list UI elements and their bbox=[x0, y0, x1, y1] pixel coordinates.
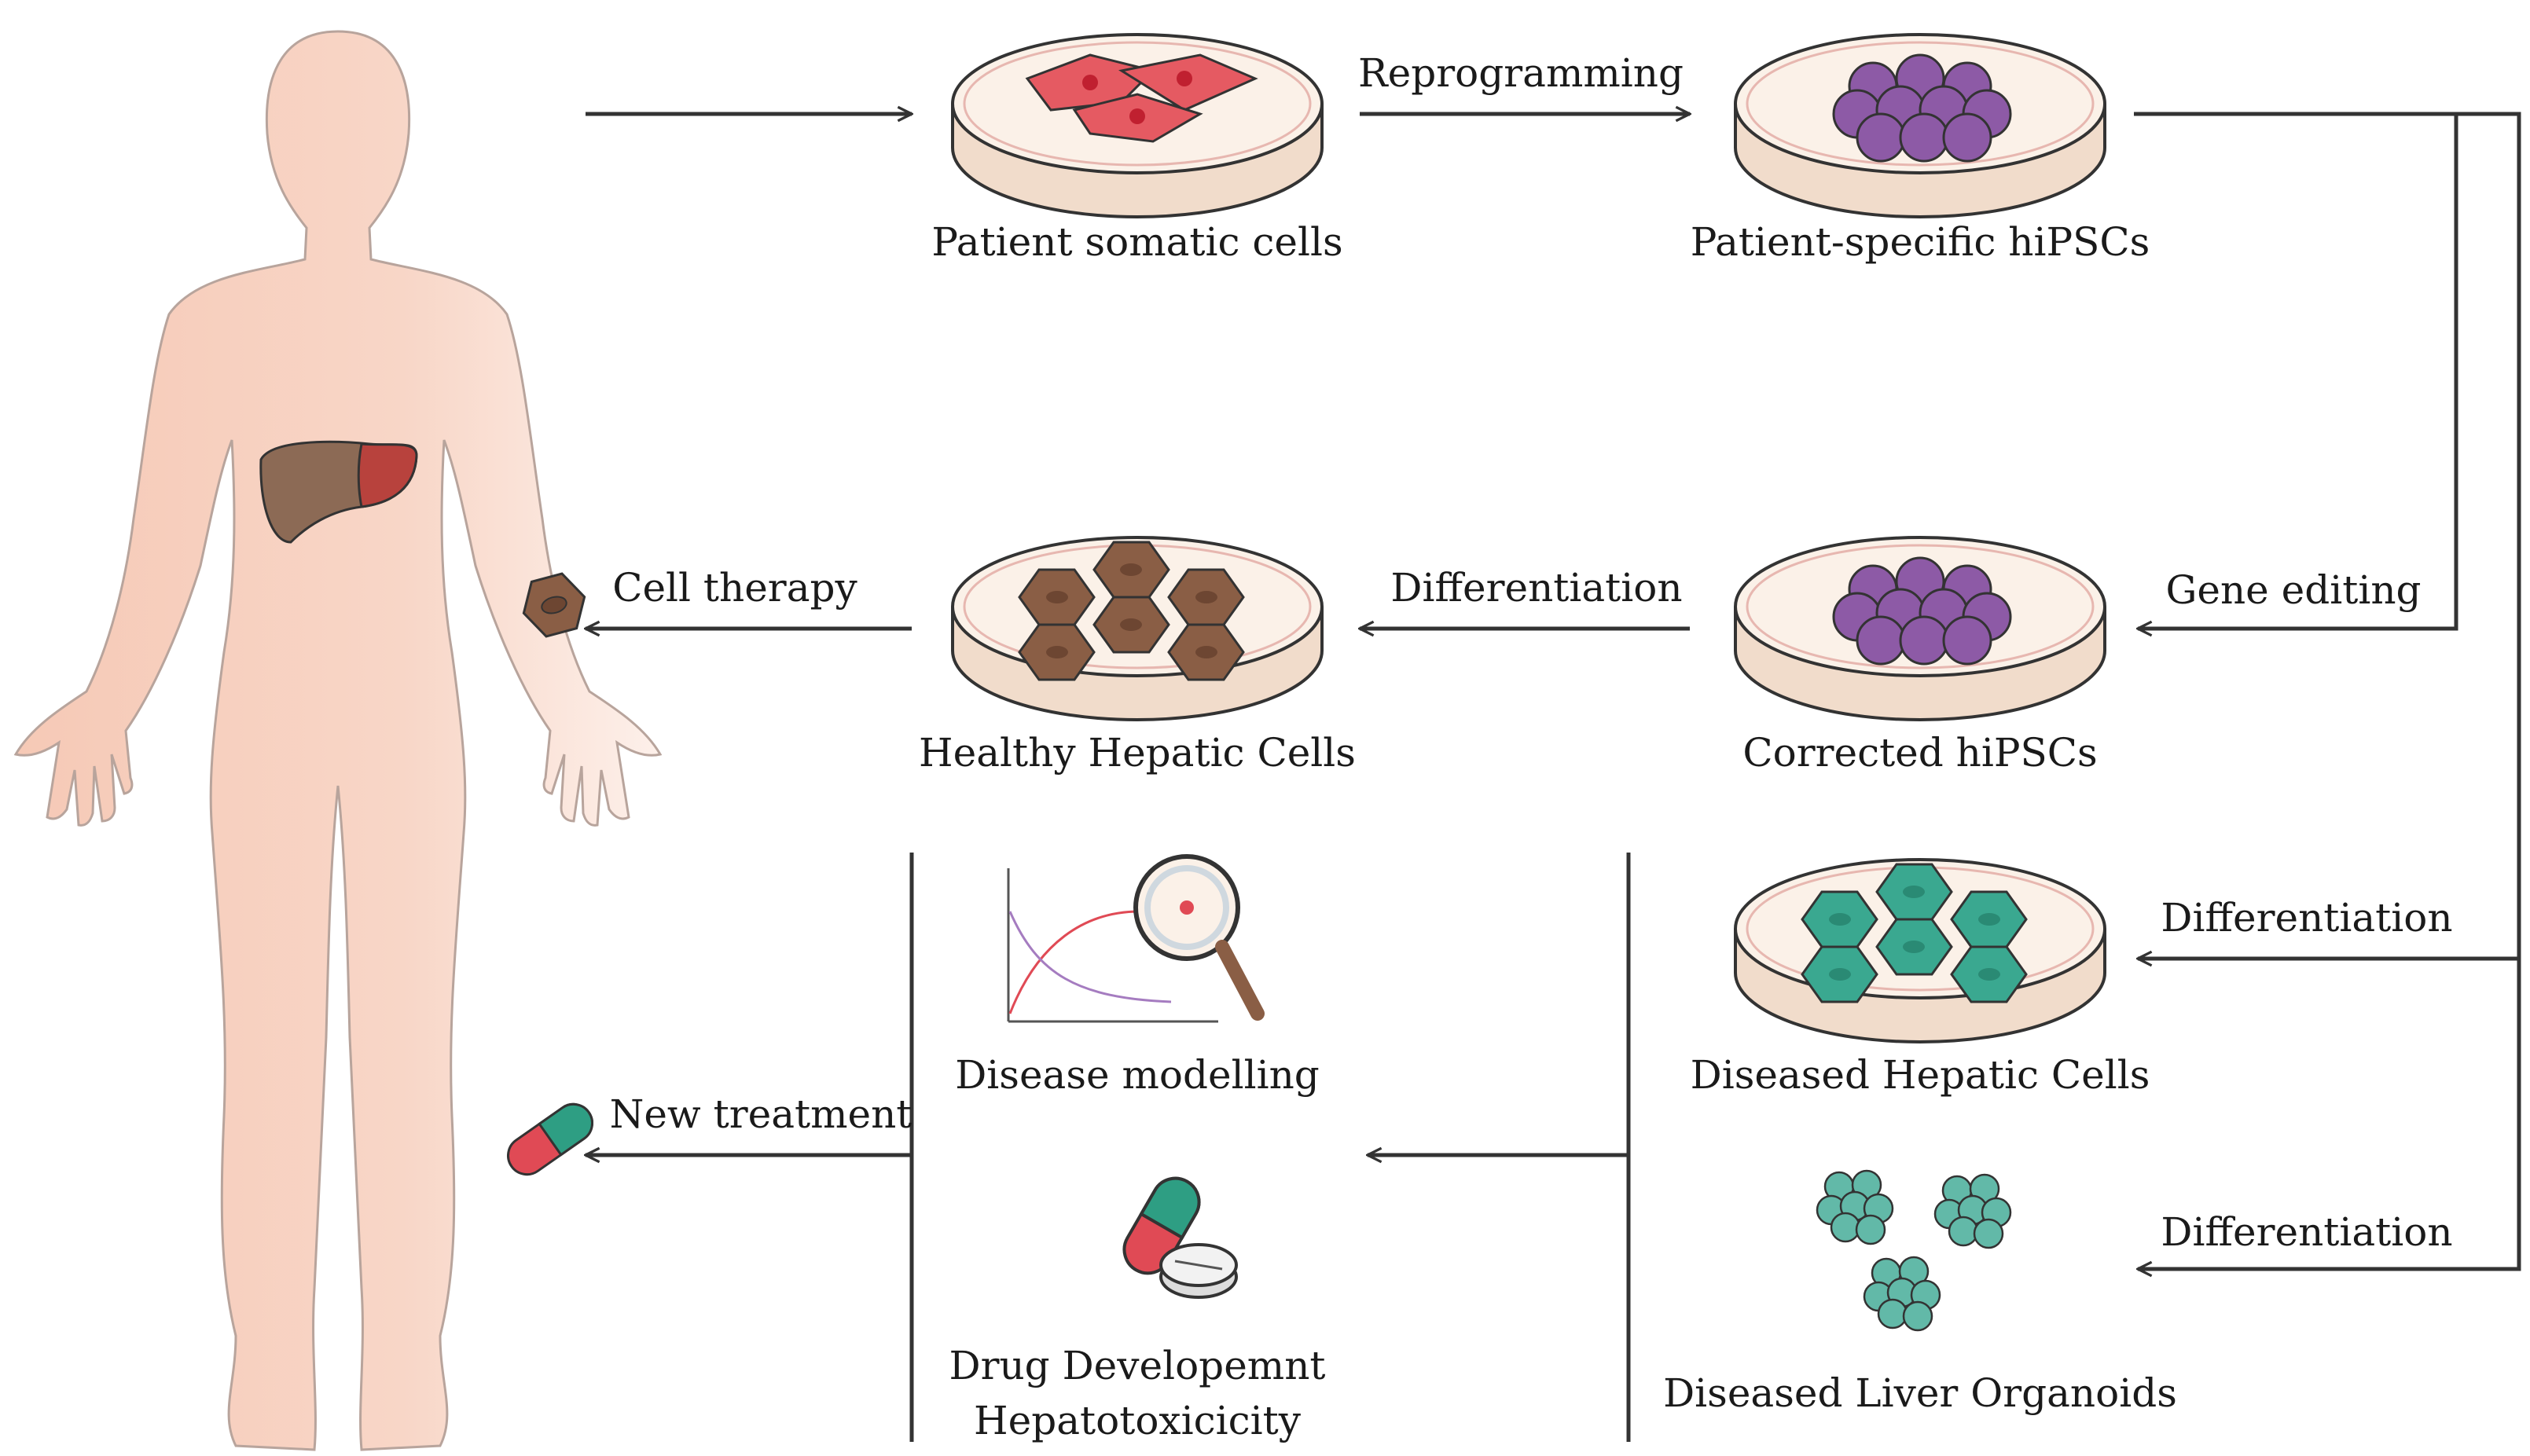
label-corrected-hipscs: Corrected hiPSCs bbox=[1742, 730, 2097, 776]
organoid-clusters bbox=[1816, 1169, 2012, 1332]
hepatocyte-cell-icon bbox=[522, 572, 586, 638]
liver-lobe bbox=[357, 442, 418, 508]
connectors bbox=[586, 114, 2521, 1442]
label-patient-somatic-cells: Patient somatic cells bbox=[931, 219, 1342, 265]
edge-label-differentiation-healthy: Differentiation bbox=[1390, 565, 1682, 611]
edge-label-cell-therapy: Cell therapy bbox=[612, 565, 857, 611]
edge-label-new-treatment: New treatment bbox=[610, 1091, 912, 1137]
human-body-figure bbox=[13, 30, 663, 1451]
human-silhouette bbox=[13, 30, 663, 1451]
label-diseased-liver-organoids: Diseased Liver Organoids bbox=[1663, 1370, 2177, 1416]
disease-modelling-graph-icon bbox=[1007, 868, 1218, 1023]
edge-label-gene-editing: Gene editing bbox=[2165, 567, 2421, 613]
edge-label-differentiation-organoids: Differentiation bbox=[2161, 1209, 2452, 1255]
label-drug-development: Drug Developemnt bbox=[949, 1343, 1325, 1388]
label-diseased-hepatic-cells: Diseased Hepatic Cells bbox=[1691, 1052, 2150, 1098]
dish-diseased-hepatic bbox=[1734, 858, 2106, 1043]
edge-label-reprogramming: Reprogramming bbox=[1358, 50, 1684, 96]
dish-hipsc bbox=[1734, 33, 2106, 218]
dish-corrected bbox=[1734, 536, 2106, 721]
edge-label-differentiation-diseased: Differentiation bbox=[2161, 895, 2452, 941]
pill-icon bbox=[507, 1102, 593, 1176]
magnifier-icon bbox=[1133, 854, 1265, 1021]
dish-somatic bbox=[951, 33, 1324, 218]
dish-healthy-hepatic bbox=[951, 536, 1324, 721]
label-healthy-hepatic-cells: Healthy Hepatic Cells bbox=[919, 730, 1356, 776]
drug-pill-tablet-icon bbox=[1122, 1176, 1238, 1299]
label-disease-modelling: Disease modelling bbox=[955, 1052, 1320, 1098]
label-hepatotoxicity: Hepatotoxicicity bbox=[974, 1398, 1302, 1443]
label-patient-specific-hipscs: Patient-specific hiPSCs bbox=[1691, 219, 2150, 265]
